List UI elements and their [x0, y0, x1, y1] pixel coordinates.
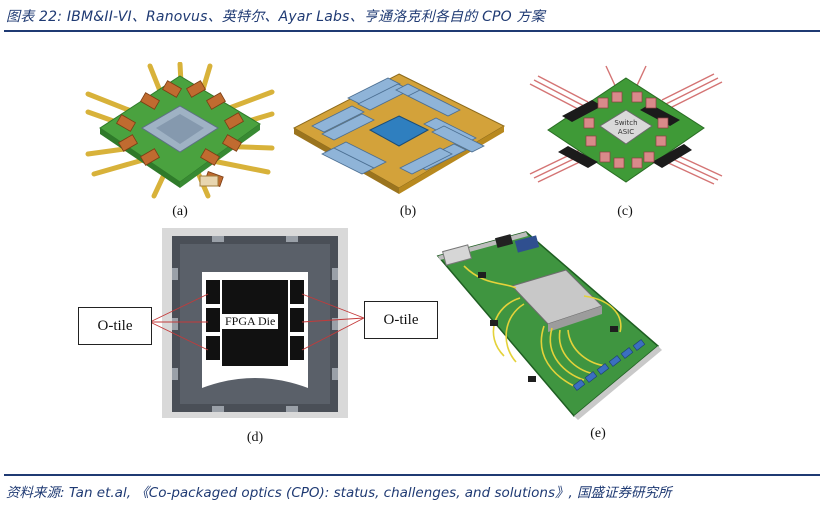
o-tile-left-label: O-tile — [78, 307, 152, 345]
fpga-die-label: FPGA Die — [222, 314, 279, 329]
figure-title: 图表 22: IBM&II-VI、Ranovus、英特尔、Ayar Labs、亨… — [6, 9, 545, 25]
panel-d-caption: (d) — [246, 430, 264, 445]
switch-asic-text-2: ASIC — [618, 128, 634, 136]
panel-e-image — [424, 226, 668, 422]
panel-d-image — [162, 228, 348, 418]
o-tile-right-label: O-tile — [364, 301, 438, 339]
panel-a-image — [84, 62, 276, 200]
panel-b-image — [288, 68, 510, 196]
switch-asic-text-1: Switch — [614, 119, 637, 127]
panel-c-image: Switch ASIC — [528, 64, 724, 198]
top-divider — [4, 30, 820, 32]
panel-b-caption: (b) — [399, 204, 417, 219]
panel-c-caption: (c) — [617, 204, 633, 219]
source-note: 资料来源: Tan et.al, 《Co-packaged optics (CP… — [6, 485, 672, 501]
panel-a-caption: (a) — [172, 204, 188, 219]
bottom-divider — [4, 474, 820, 476]
panel-e-caption: (e) — [590, 426, 606, 441]
